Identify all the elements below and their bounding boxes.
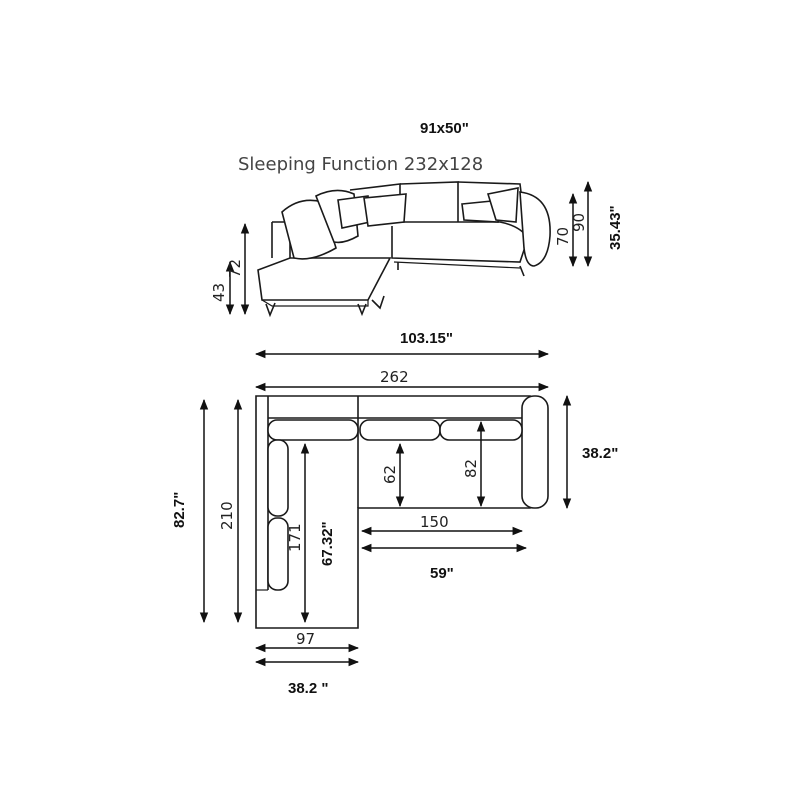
sleeping-function-label: Sleeping Function 232x128 [238,154,483,175]
height-90-label: 90 [570,213,588,232]
depth-82-label: 82 [462,459,480,478]
height-43-label: 43 [210,283,228,302]
total-width-cm-label: 262 [380,368,409,386]
total-width-inch-label: 103.15" [400,330,453,347]
chaise-width-cm-label: 97 [296,630,315,648]
inner-width-cm-label: 150 [420,513,449,531]
sofa-perspective-sketch [257,181,551,318]
height-inches-label: 35.43" [607,205,624,250]
inner-length-inch-label: 67.32" [319,521,336,566]
left-length-cm-label: 210 [218,501,236,530]
inner-width-inch-label: 59" [430,565,454,582]
chaise-width-inch-label: 38.2 " [288,680,328,697]
inner-length-cm-label: 171 [286,523,304,552]
depth-62-label: 62 [381,465,399,484]
left-length-inch-label: 82.7" [171,492,188,528]
sofa-plan-outline [255,395,549,629]
height-72-label: 72 [226,259,244,278]
seat-size-label: 91x50" [420,120,469,137]
height-70-label: 70 [554,227,572,246]
right-depth-inch-label: 38.2" [582,445,618,462]
